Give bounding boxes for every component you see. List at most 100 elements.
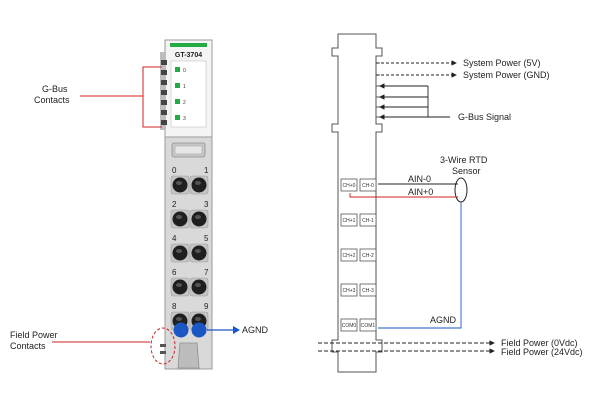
channel-terminal-label: CH+0 (343, 183, 356, 189)
terminal-hole-6 (172, 279, 188, 295)
channel-terminal-box (359, 318, 377, 332)
rtd-sensor-label-2: Sensor (452, 166, 481, 176)
rtd-sensor-label-1: 3-Wire RTD (440, 155, 488, 165)
terminal-hole-highlight (195, 181, 201, 185)
terminal-number: 3 (204, 200, 209, 209)
field-power-contacts-label-2: Contacts (10, 341, 46, 351)
system-power-5v-label: System Power (5V) (463, 58, 541, 68)
status-led-1 (175, 83, 180, 88)
terminal-hole-highlight (195, 249, 201, 253)
terminal-number: 7 (204, 268, 209, 277)
field-power-pin-2 (160, 351, 166, 354)
gbus-callout-line (80, 66, 162, 128)
gbus-contact-pin (161, 70, 167, 75)
terminal-number: 5 (204, 234, 209, 243)
status-led-0 (175, 67, 180, 72)
channel-terminal-box (340, 248, 358, 262)
channel-terminal-label: CH+1 (343, 218, 356, 224)
gbus-contact-pin (161, 100, 167, 105)
terminal-number: 0 (172, 166, 177, 175)
terminal-hole-highlight (176, 317, 182, 321)
agnd-arrowhead (233, 326, 240, 334)
field-power-callout: Field Power Contacts (10, 327, 176, 365)
field-power-pin-1 (160, 344, 166, 347)
terminal-hole-highlight (195, 317, 201, 321)
module-bottom-lever (177, 342, 200, 369)
field-power-callout-circle (150, 327, 176, 365)
status-led-3 (175, 115, 180, 120)
rtd-sensor-symbol (454, 177, 468, 203)
terminal-hole-highlight (176, 249, 182, 253)
module-green-stripe (170, 43, 207, 47)
channel-terminal-label: COM1 (361, 323, 376, 329)
agnd-label-left: AGND (242, 325, 269, 335)
terminal-number: 4 (172, 234, 177, 243)
module-model-label: GT-3704 (175, 52, 202, 59)
channel-terminal-box (340, 213, 358, 227)
channel-terminal-label: CH+2 (343, 253, 356, 259)
field-power-24v-label: Field Power (24Vdc) (501, 347, 583, 357)
channel-terminal-box (340, 283, 358, 297)
gbus-callout: G-Bus Contacts (34, 66, 162, 128)
terminal-hole-7 (191, 279, 207, 295)
channel-terminal-label: COM0 (342, 323, 357, 329)
status-led-2 (175, 99, 180, 104)
gbus-contacts-label-1: G-Bus (42, 84, 68, 94)
terminal-number: 2 (172, 200, 177, 209)
terminal-hole-4 (172, 245, 188, 261)
channel-terminal-box (359, 283, 377, 297)
ain-minus-label: AIN-0 (408, 174, 431, 184)
status-led-label: 3 (183, 116, 186, 122)
system-power-lines: System Power (5V) System Power (GND) (376, 58, 550, 80)
channel-terminal-box (340, 178, 358, 192)
ain-plus-label: AIN+0 (408, 187, 433, 197)
terminal-hole-highlight (195, 283, 201, 287)
terminal-number: 8 (172, 302, 177, 311)
status-led-label: 0 (183, 68, 186, 74)
gbus-contact-pin (161, 120, 167, 125)
system-power-gnd-label: System Power (GND) (463, 70, 550, 80)
channel-terminal-label: CH-1 (362, 218, 374, 224)
terminal-number: 9 (204, 302, 209, 311)
terminal-hole-highlight (176, 215, 182, 219)
agnd-wire (378, 202, 462, 329)
gbus-signal-label: G-Bus Signal (458, 112, 511, 122)
gbus-contact-pin (161, 60, 167, 65)
latch-grip (174, 145, 203, 155)
terminal-hole-5 (191, 245, 207, 261)
terminal-hole-0 (172, 177, 188, 193)
channel-terminal-label: CH+3 (343, 288, 356, 294)
field-power-lines: Field Power (0Vdc) Field Power (24Vdc) (318, 338, 583, 357)
terminal-hole-1 (191, 177, 207, 193)
channel-terminal-box (359, 213, 377, 227)
status-led-label: 2 (183, 100, 186, 106)
terminal-hole-highlight (176, 283, 182, 287)
agnd-terminal-right (191, 322, 207, 338)
terminal-number: 6 (172, 268, 177, 277)
module-illustration: GT-3704 0 1 2 3 0 1 2 3 4 5 6 7 8 9 (160, 39, 213, 370)
field-power-0v-label: Field Power (0Vdc) (501, 338, 578, 348)
gbus-signal-lines: G-Bus Signal (379, 83, 511, 122)
channel-terminal-label: CH-2 (362, 253, 374, 259)
rtd-wiring: 3-Wire RTD Sensor AIN-0 AIN+0 AGND (349, 155, 488, 329)
field-power-contacts-label-1: Field Power (10, 330, 58, 340)
gbus-contact-pin (161, 110, 167, 115)
gbus-contacts-label-2: Contacts (34, 95, 70, 105)
status-led-label: 1 (183, 84, 186, 90)
agnd-label-right: AGND (430, 315, 457, 325)
terminal-hole-3 (191, 211, 207, 227)
terminal-hole-2 (172, 211, 188, 227)
channel-terminal-label: CH-3 (362, 288, 374, 294)
agnd-callout-left: AGND (207, 325, 269, 335)
ain-plus-wire (349, 193, 458, 198)
gbus-contact-pin (161, 90, 167, 95)
channel-terminal-box (340, 318, 358, 332)
agnd-terminal-left (173, 322, 189, 338)
terminal-hole-highlight (176, 181, 182, 185)
gbus-contact-pin (161, 80, 167, 85)
channel-terminal-label: CH-0 (362, 183, 374, 189)
terminal-number: 1 (204, 166, 209, 175)
terminal-hole-highlight (195, 215, 201, 219)
channel-terminal-box (359, 178, 377, 192)
